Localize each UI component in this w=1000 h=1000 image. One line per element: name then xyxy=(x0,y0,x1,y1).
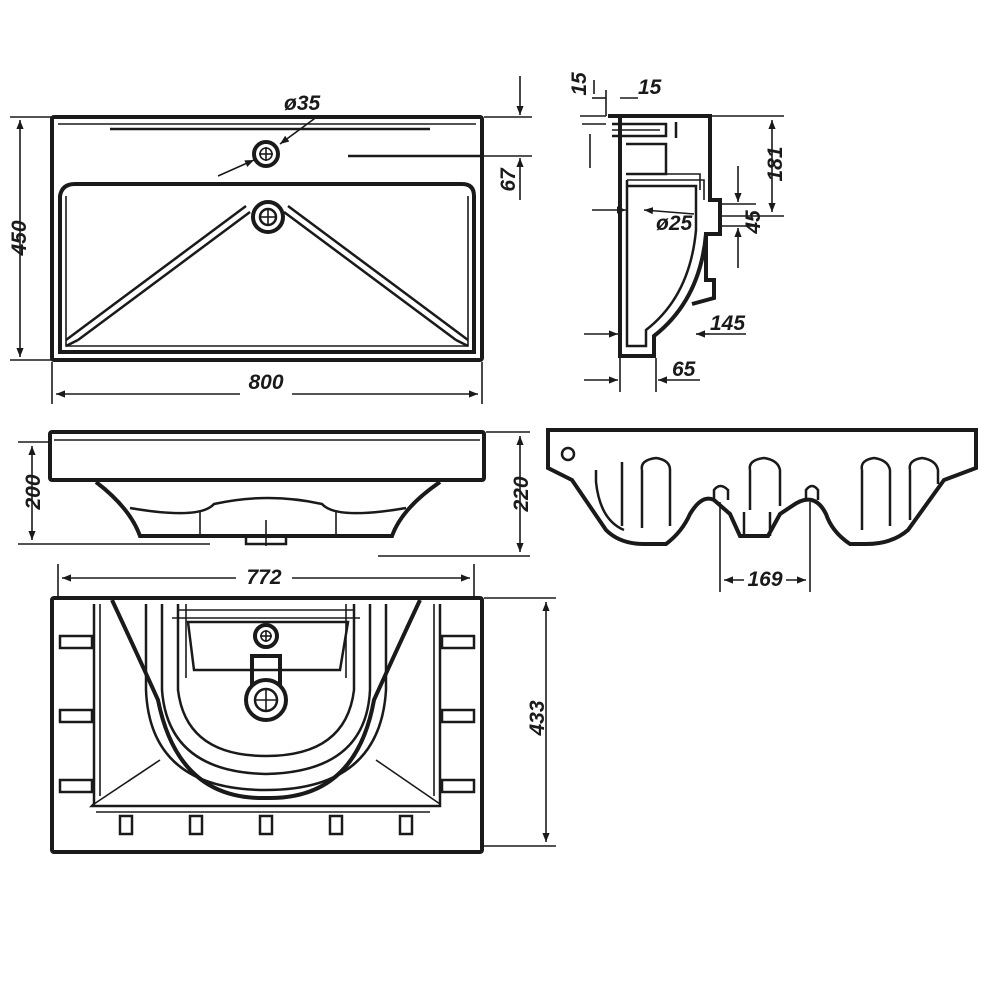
rear-view: 169 xyxy=(546,428,978,592)
tap-hole xyxy=(252,140,280,168)
rear-mount-hole xyxy=(560,446,576,462)
rear-outline xyxy=(546,428,978,546)
dim-overflow-label: ø25 xyxy=(656,212,693,235)
side-bowl-outer xyxy=(618,116,708,358)
side-bowl-inner xyxy=(625,180,698,348)
dim-45-label: 45 xyxy=(742,210,765,235)
top-slope-right xyxy=(283,204,469,348)
top-view: 450 800 ø35 67 xyxy=(8,76,532,404)
dim-200-label: 200 xyxy=(22,474,45,510)
dim-15-left-label: 15 xyxy=(568,72,591,96)
dim-169-label: 169 xyxy=(747,568,782,591)
dim-65-label: 65 xyxy=(672,358,696,381)
dim-220-label: 220 xyxy=(510,476,533,512)
dim-772-label: 772 xyxy=(246,566,281,589)
dim-433-label: 433 xyxy=(526,700,549,736)
dim-145-label: 145 xyxy=(710,312,745,335)
top-outer-rim xyxy=(50,115,484,362)
bottom-outer xyxy=(50,596,484,854)
dim-tap-hole-label: ø35 xyxy=(284,92,321,115)
bottom-view: 433 xyxy=(50,596,556,854)
dim-67-label: 67 xyxy=(497,167,520,192)
side-view: 15 15 181 ø25 45 145 65 xyxy=(568,72,787,392)
dim-181-label: 181 xyxy=(764,146,787,181)
dim-800-label: 800 xyxy=(248,371,283,394)
drain-hole xyxy=(251,200,285,234)
dim-15-right-label: 15 xyxy=(638,76,662,99)
side-rim xyxy=(608,114,722,306)
front-top-plate xyxy=(48,430,486,482)
top-basin-outline xyxy=(58,182,476,354)
front-view: 200 220 772 xyxy=(18,430,533,596)
front-bowl xyxy=(94,480,442,538)
bottom-bowl xyxy=(110,599,422,801)
dim-450-label: 450 xyxy=(8,220,31,256)
top-slope-left xyxy=(65,204,251,348)
bottom-overflow-hole xyxy=(253,623,279,649)
